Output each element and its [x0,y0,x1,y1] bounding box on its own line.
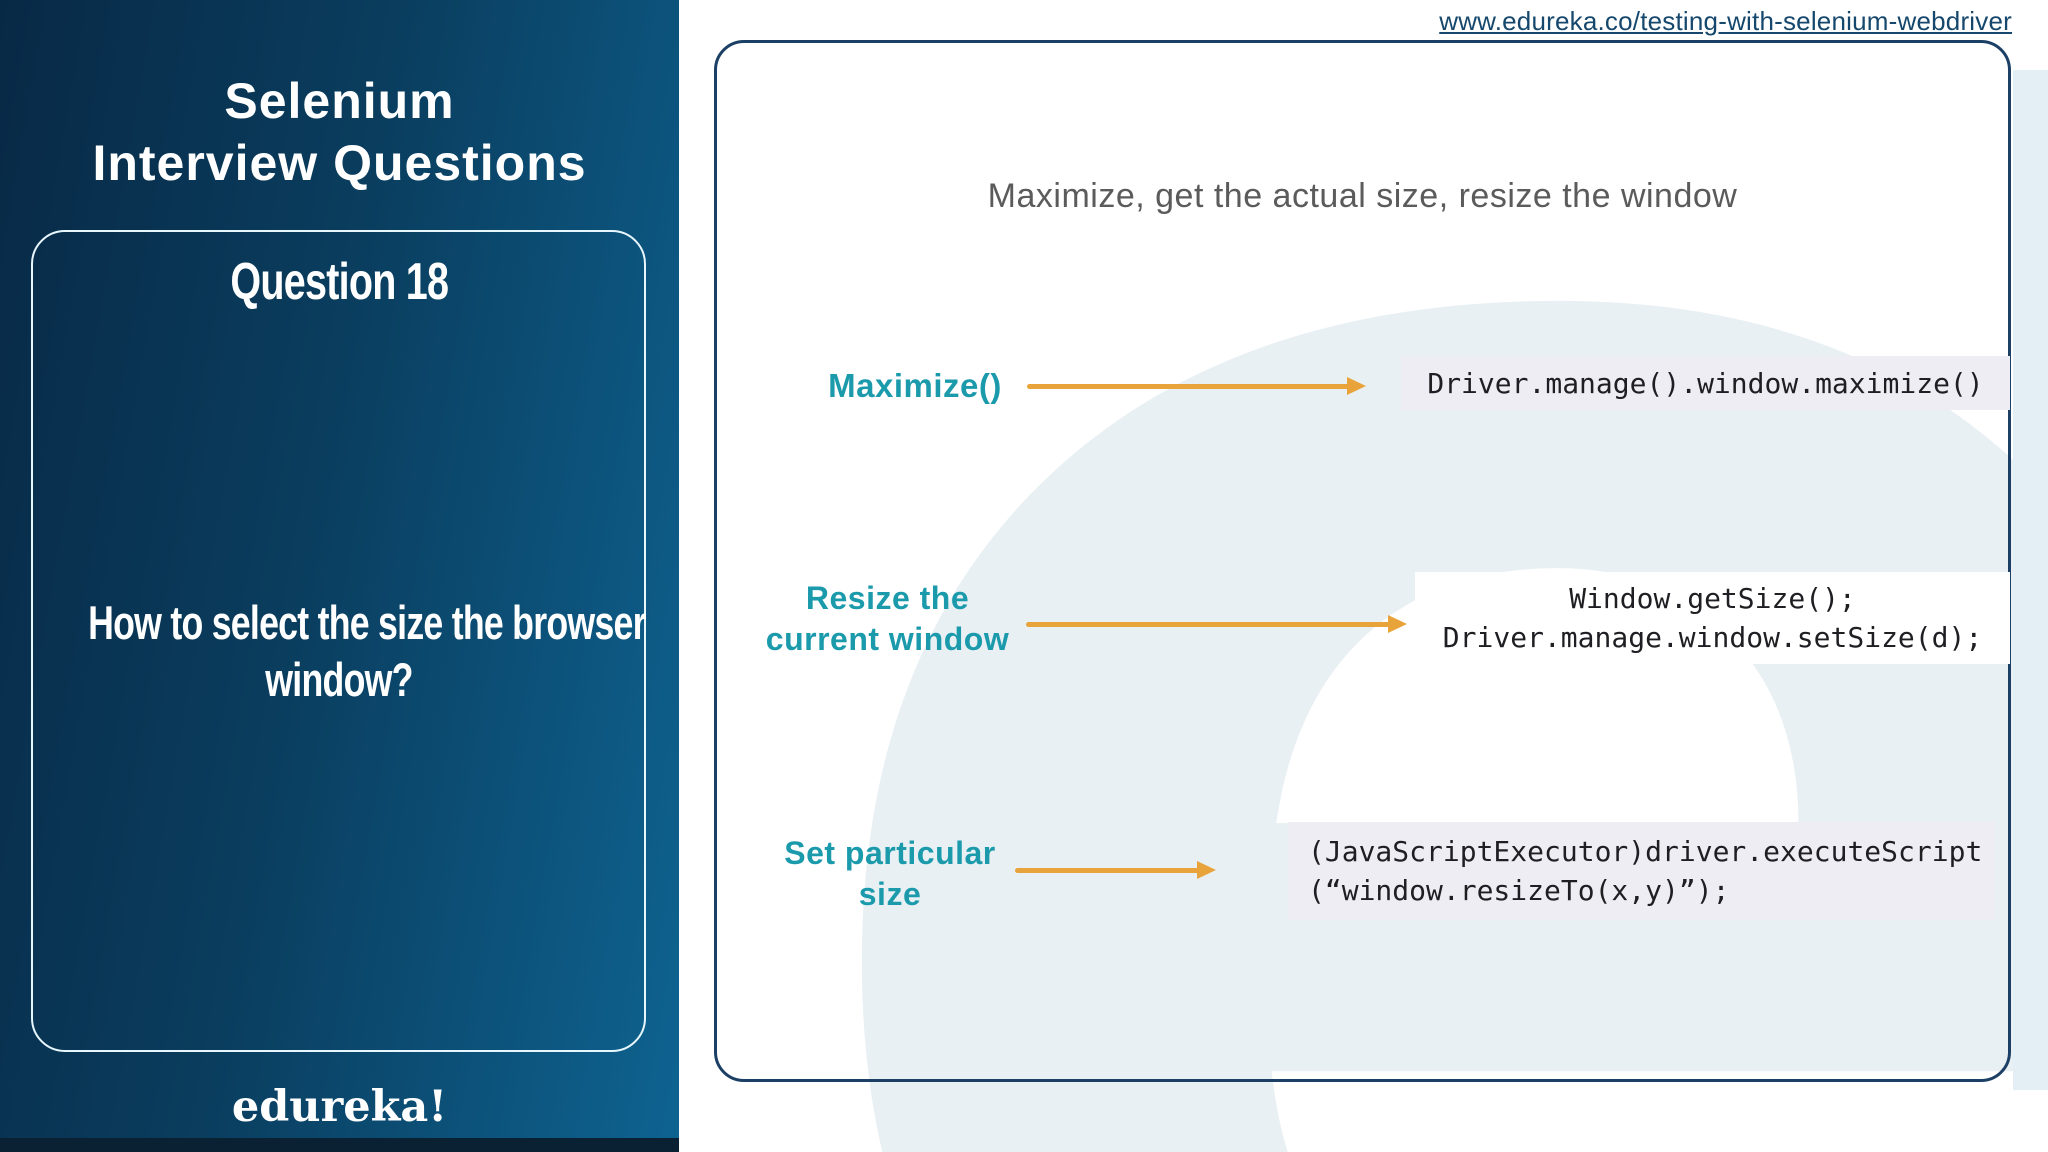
question-text: How to select the size the browser windo… [0,594,679,708]
label-resize-line-2: current window [730,619,1045,660]
question-text-line-1: How to select the size the browser [88,594,646,651]
label-resize-window: Resize the current window [730,578,1045,660]
sidebar-bottom-strip [0,1138,679,1152]
code-setsize-line-1: (JavaScriptExecutor)driver.executeScript [1308,832,1995,871]
arrow-right-icon [1015,868,1199,873]
edureka-course-link[interactable]: www.edureka.co/testing-with-selenium-web… [1439,6,2012,37]
code-maximize-line: Driver.manage().window.maximize() [1427,367,1983,400]
right-edge-band [2013,70,2048,1090]
arrow-right-icon [1027,384,1349,389]
question-text-line-2: window? [266,651,413,708]
code-maximize: Driver.manage().window.maximize() [1401,356,2010,410]
label-set-particular-size: Set particular size [735,833,1045,915]
sidebar: Selenium Interview Questions Question 18… [0,0,679,1152]
code-resize-window: Window.getSize(); Driver.manage.window.s… [1415,572,2010,664]
label-maximize: Maximize() [760,366,1070,406]
code-resize-line-1: Window.getSize(); [1569,579,1856,618]
arrow-right-icon [1026,622,1390,627]
question-number-text: Question 18 [231,252,449,312]
code-set-particular-size: (JavaScriptExecutor)driver.executeScript… [1288,822,1995,920]
label-setsize-line-2: size [735,874,1045,915]
deck-title-line-2: Interview Questions [0,132,679,194]
deck-title: Selenium Interview Questions [0,70,679,194]
question-number: Question 18 [0,252,679,312]
deck-title-line-1: Selenium [0,70,679,132]
label-maximize-line: Maximize() [828,367,1002,404]
label-setsize-line-1: Set particular [735,833,1045,874]
label-resize-line-1: Resize the [730,578,1045,619]
code-setsize-line-2: (“window.resizeTo(x,y)”); [1308,871,1995,910]
edureka-logo: edureka! [0,1082,679,1132]
code-resize-line-2: Driver.manage.window.setSize(d); [1443,618,1982,657]
panel-heading: Maximize, get the actual size, resize th… [714,176,2011,216]
